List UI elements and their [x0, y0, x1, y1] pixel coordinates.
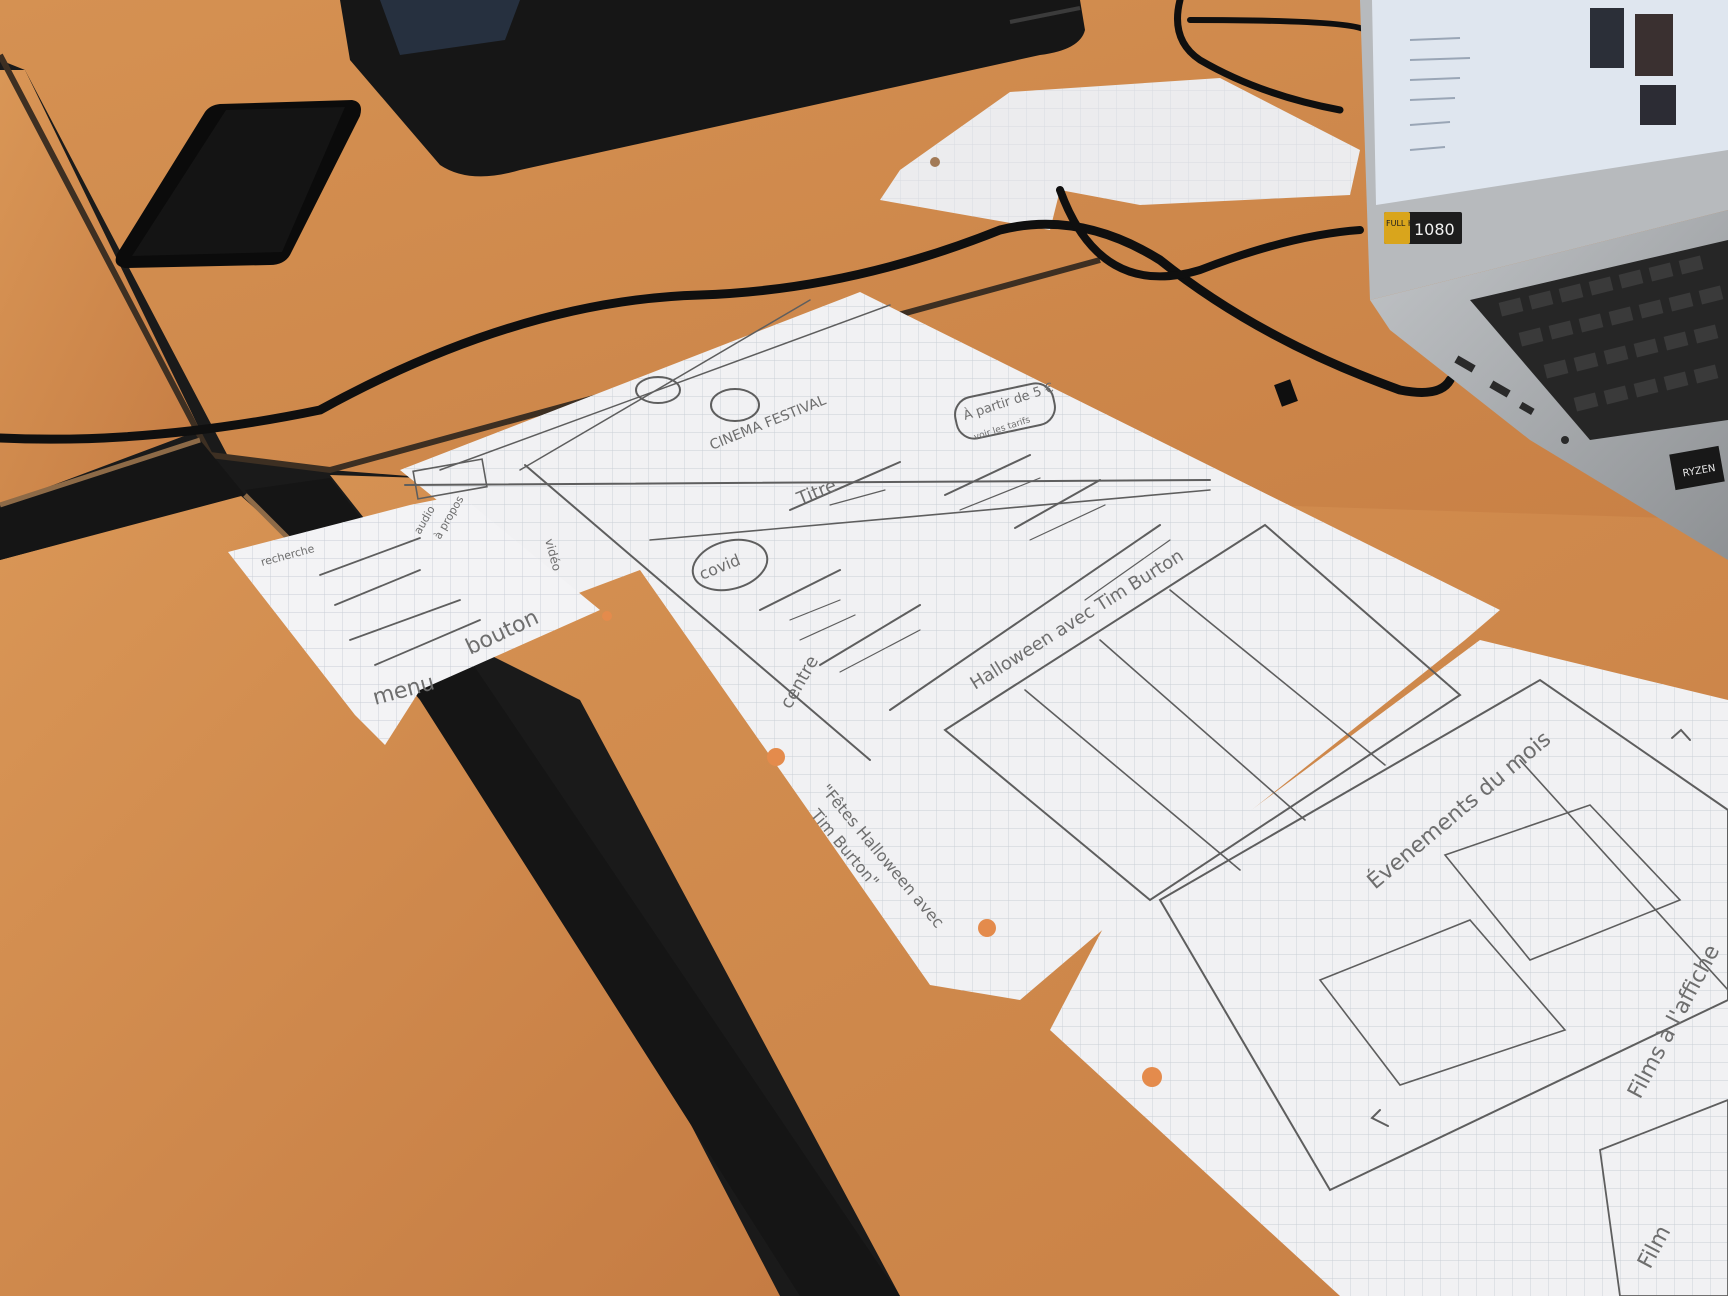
full-hd-badge: FULL HD 1080: [1384, 212, 1462, 244]
punch-holes: [602, 611, 1162, 1087]
badge-hd-text: FULL HD: [1386, 219, 1420, 228]
search-box-sketch: [412, 458, 488, 500]
covid-circle-sketch: [691, 538, 769, 592]
desk-top-left: [0, 70, 200, 505]
wireframe-sheet-bottom: [1050, 640, 1728, 1296]
torn-note-paper: [880, 78, 1360, 230]
screen-thumbnail: [1590, 8, 1624, 68]
halloween-gallery-frame: [943, 523, 1462, 902]
logo-circle-sketch: [635, 376, 681, 404]
screen-thumbnail: [1635, 14, 1673, 76]
sketch-drawings: [319, 299, 1728, 1296]
wireframe-menu-scrap: [228, 495, 600, 745]
carousel-prev-chevron: [1370, 1109, 1389, 1127]
laptop: FULL HD 1080: [1360, 0, 1728, 560]
price-box-sketch: [954, 382, 1056, 440]
logo-circle-sketch: [710, 388, 760, 422]
desk-gap-left: [0, 440, 245, 560]
laptop-keyboard: [1470, 240, 1728, 440]
screen-thumbnail: [1640, 85, 1676, 125]
screen-menu-lines: [1409, 37, 1471, 151]
desk-bottom-left: [0, 495, 780, 1296]
smartphone: [115, 100, 361, 268]
laptop-bag: [340, 0, 1085, 177]
events-frame: [1158, 678, 1728, 1192]
badge-res-text: 1080: [1414, 220, 1455, 239]
ryzen-sticker: RYZEN: [1669, 445, 1725, 491]
laptop-ports: [1454, 355, 1569, 444]
desk-edge-highlight-left: [0, 437, 201, 508]
carousel-next-chevron: [1671, 728, 1691, 741]
keyboard-keys: [1498, 255, 1724, 412]
cables: [0, 0, 1455, 444]
wireframe-sheet-top: [400, 292, 1500, 1000]
film-card-frame: [1599, 1099, 1728, 1296]
